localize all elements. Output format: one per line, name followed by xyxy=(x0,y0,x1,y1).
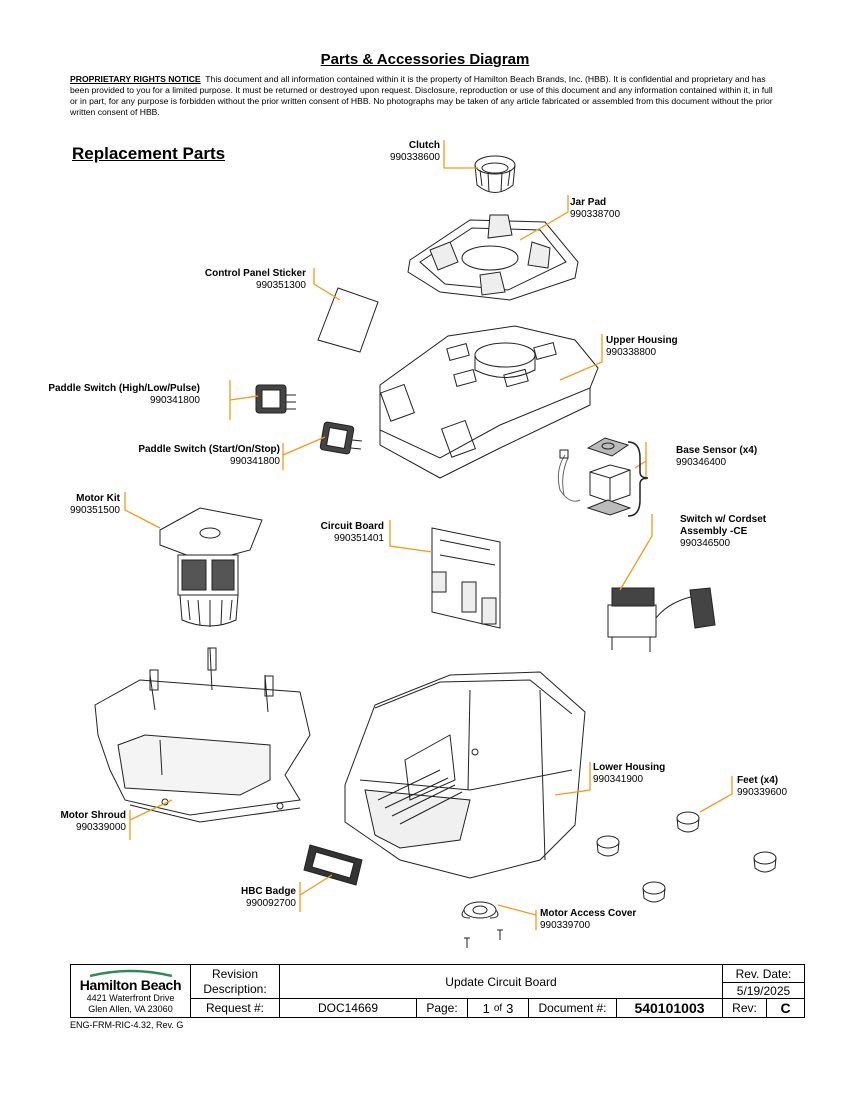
page-label: Page: xyxy=(426,1001,458,1015)
paddle-switch-sos-label: Paddle Switch (Start/On/Stop)990341800 xyxy=(138,444,280,467)
request-label: Request #: xyxy=(205,1001,265,1015)
base-sensor-label: Base Sensor (x4)990346400 xyxy=(676,445,758,468)
company-block: Hamilton Beach 4421 Waterfront Drive Gle… xyxy=(71,968,190,1016)
request-number: DOC14669 xyxy=(317,1001,379,1015)
title-block: Hamilton Beach 4421 Waterfront Drive Gle… xyxy=(70,964,805,1018)
clutch-drawing xyxy=(474,155,516,193)
rev-label: Rev: xyxy=(732,1001,757,1015)
paddle-switch-hlp-drawing xyxy=(255,384,296,414)
rev-date-label: Rev. Date: xyxy=(735,966,792,981)
sticker-drawing xyxy=(317,287,379,353)
motor-kit-drawing xyxy=(159,507,263,627)
base-sensor-brace xyxy=(627,441,649,517)
section-title: Replacement Parts xyxy=(72,144,226,163)
feet-drawing xyxy=(596,811,777,903)
rev-date: 5/19/2025 xyxy=(736,983,791,998)
paddle-switch-hlp-label: Paddle Switch (High/Low/Pulse)990341800 xyxy=(48,383,200,406)
page-title: Parts & Accessories Diagram xyxy=(320,51,530,68)
proprietary-notice: PROPRIETARY RIGHTS NOTICE This document … xyxy=(70,74,780,118)
form-id: ENG-FRM-RIC-4.32, Rev. G xyxy=(70,1020,184,1030)
document-number: 540101003 xyxy=(634,1000,705,1016)
parts-diagram xyxy=(94,140,777,948)
hamilton-beach-logo-arc xyxy=(89,969,172,977)
address-line-1: 4421 Waterfront Drive xyxy=(86,993,175,1003)
hbc-badge-drawing xyxy=(303,844,363,886)
address-line-2: Glen Allen, VA 23060 xyxy=(88,1004,173,1014)
brand-name: Hamilton Beach xyxy=(79,977,182,993)
revision-description: Update Circuit Board xyxy=(445,974,557,989)
feet-label: Feet (x4)990339600 xyxy=(737,775,788,798)
base-sensor-drawing xyxy=(557,437,632,516)
motor-access-cover-drawing xyxy=(461,901,503,948)
circuit-board-drawing xyxy=(431,527,501,629)
switch-cordset-drawing xyxy=(607,587,716,652)
upper-housing-drawing xyxy=(379,325,599,479)
notice-heading: PROPRIETARY RIGHTS NOTICE xyxy=(70,74,201,84)
document-label: Document #: xyxy=(538,1001,607,1015)
lower-housing-drawing xyxy=(344,671,586,879)
rev-value: C xyxy=(780,1000,791,1016)
leader-lines xyxy=(124,140,733,930)
jar-pad-drawing xyxy=(407,214,579,301)
notice-body: This document and all information contai… xyxy=(70,74,773,117)
paddle-switch-sos-drawing xyxy=(319,421,363,455)
motor-shroud-drawing xyxy=(94,647,311,823)
